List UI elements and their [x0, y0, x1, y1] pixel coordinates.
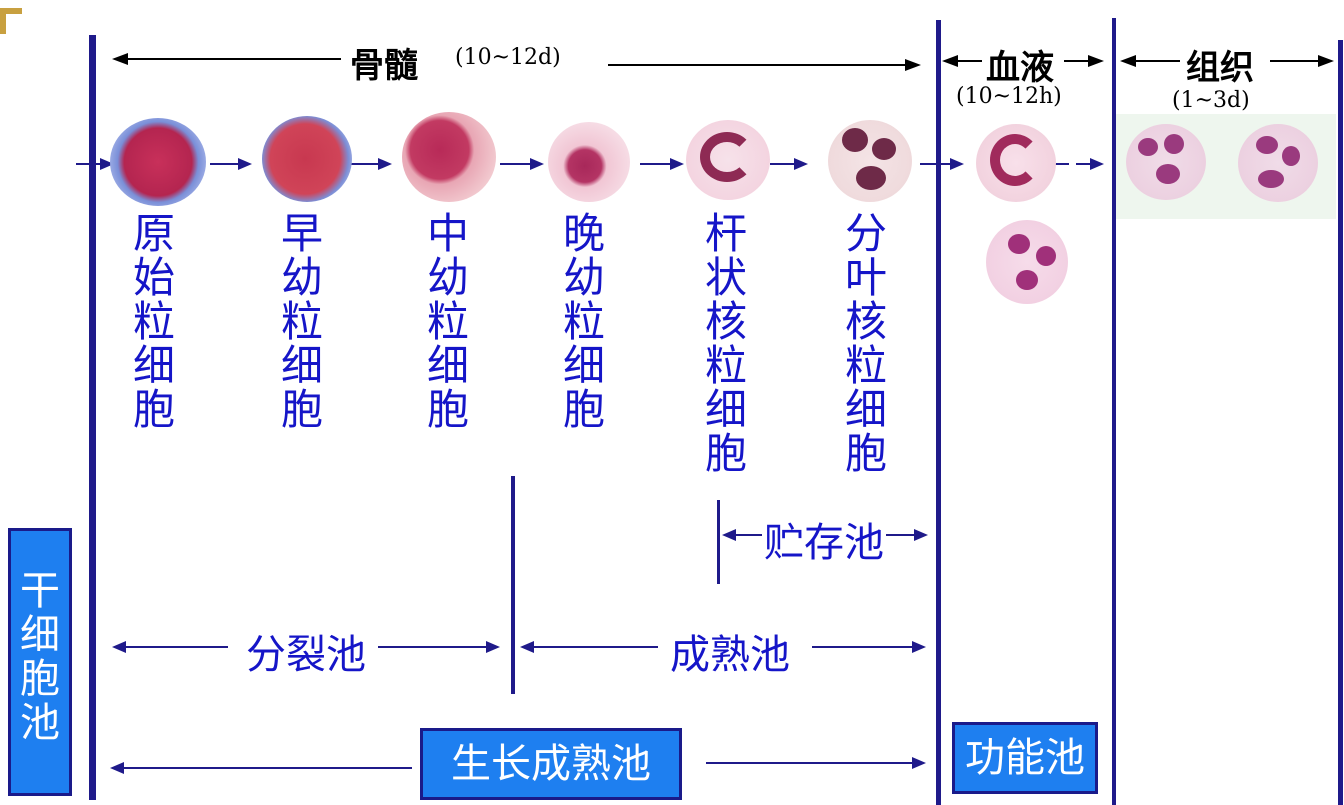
growth-arrow-left-head — [110, 762, 124, 774]
tissue-neutrophil-2-lobe-1 — [1256, 136, 1278, 154]
maturation-arrow-right-head — [912, 641, 926, 653]
division-arrow-right-line — [378, 646, 488, 648]
tissue-label: 组织 — [1186, 48, 1254, 88]
cell-label-band: 杆状核粒细胞 — [704, 209, 747, 478]
maturation-arrow-left-head — [520, 641, 534, 653]
blood-neutrophil-2-lobe-1 — [1008, 234, 1030, 254]
tissue-time: (1~3d) — [1172, 88, 1250, 113]
arrow-7-head — [1090, 158, 1104, 170]
blood-arrow-left-head — [942, 55, 958, 67]
arrow-1-head — [238, 158, 252, 170]
cell-label-myeloblast: 原始粒细胞 — [132, 209, 175, 434]
arrow-7-line-b — [1076, 163, 1090, 165]
blood-label: 血液 — [986, 48, 1054, 88]
marrow-time: (10~12d) — [455, 45, 561, 70]
right-edge-line — [1338, 40, 1343, 805]
arrow-6-line — [920, 163, 950, 165]
tissue-neutrophil-2-lobe-3 — [1258, 170, 1284, 188]
arrow-4-line — [640, 163, 672, 165]
marrow-arrow-right-head — [905, 59, 921, 71]
maturation-pool-label: 成熟池 — [670, 632, 790, 678]
cell-label-metamyelocyte: 晚幼粒细胞 — [562, 209, 605, 434]
arrow-5-head — [794, 158, 808, 170]
segmented-lobe-3 — [856, 166, 886, 190]
corner-mark-stem — [0, 8, 6, 34]
entry-arrow-line — [76, 163, 102, 165]
growth-arrow-right-head — [912, 757, 926, 769]
tissue-neutrophil-1 — [1126, 124, 1206, 200]
division-pool-label: 分裂池 — [246, 632, 366, 678]
storage-pool-label: 贮存池 — [764, 520, 884, 566]
tissue-neutrophil-2-lobe-2 — [1282, 146, 1300, 166]
cell-label-segmented: 分叶核粒细胞 — [844, 209, 887, 478]
metamyelocyte-cell — [548, 122, 630, 202]
arrow-2-head — [378, 158, 392, 170]
growth-arrow-right-line — [706, 762, 914, 764]
blood-arrow-right-head — [1088, 55, 1104, 67]
division-arrow-left-head — [112, 641, 126, 653]
division-arrow-right-head — [486, 641, 500, 653]
myeloblast-cell — [110, 118, 206, 206]
storage-arrow-right-line — [886, 534, 916, 536]
blood-neutrophil-2-lobe-2 — [1036, 246, 1056, 266]
blood-time: (10~12h) — [956, 84, 1062, 109]
marrow-left-line — [89, 35, 96, 800]
stem-cell-pool-box: 干细胞池 — [8, 528, 72, 796]
growth-arrow-left-line — [122, 767, 412, 769]
blood-neutrophil-2-lobe-3 — [1016, 270, 1038, 290]
marrow-label: 骨髓 — [350, 46, 418, 86]
division-arrow-left-line — [124, 646, 228, 648]
marrow-arrow-right-line — [608, 64, 908, 66]
tissue-neutrophil-2 — [1238, 124, 1318, 202]
maturation-arrow-left-line — [532, 646, 658, 648]
band-nucleus — [700, 132, 754, 182]
tissue-arrow-right-head — [1318, 55, 1334, 67]
arrow-7-line-a — [1055, 163, 1069, 165]
arrow-6-head — [950, 158, 964, 170]
marrow-arrow-left-head — [112, 53, 128, 65]
storage-arrow-right-head — [914, 529, 928, 541]
tissue-neutrophil-1-lobe-3 — [1156, 164, 1180, 184]
promyelocyte-cell — [262, 116, 352, 202]
arrow-2-line — [350, 163, 380, 165]
marrow-arrow-left-line — [126, 58, 341, 60]
arrow-3-line — [500, 163, 532, 165]
tissue-arrow-left-head — [1120, 55, 1136, 67]
storage-pool-start-line — [717, 500, 720, 584]
tissue-neutrophil-1-lobe-1 — [1138, 138, 1158, 156]
tissue-arrow-left-line — [1134, 60, 1180, 62]
cell-label-myelocyte: 中幼粒细胞 — [426, 209, 469, 434]
arrow-1-line — [210, 163, 240, 165]
blood-tissue-divider — [1112, 18, 1116, 805]
myelocyte-cell — [402, 112, 496, 202]
segmented-lobe-2 — [872, 138, 896, 160]
tissue-arrow-right-line — [1270, 60, 1320, 62]
cell-label-promyelocyte: 早幼粒细胞 — [280, 209, 323, 434]
functional-pool-box: 功能池 — [952, 722, 1098, 794]
blood-neutrophil-2 — [986, 220, 1068, 304]
maturation-arrow-right-line — [812, 646, 914, 648]
division-maturation-divider — [511, 476, 515, 694]
corner-mark — [0, 8, 22, 14]
arrow-3-head — [530, 158, 544, 170]
arrow-5-line — [770, 163, 796, 165]
tissue-neutrophil-1-lobe-2 — [1164, 134, 1184, 154]
growth-maturation-pool-box: 生长成熟池 — [420, 728, 682, 800]
marrow-blood-divider — [936, 20, 941, 805]
blood-arrow-left-line — [956, 60, 982, 62]
segmented-lobe-1 — [842, 128, 868, 152]
storage-arrow-left-head — [722, 529, 736, 541]
blood-arrow-right-line — [1064, 60, 1088, 62]
arrow-4-head — [670, 158, 684, 170]
storage-arrow-left-line — [734, 534, 762, 536]
blood-neutrophil-1-nucleus — [990, 134, 1040, 186]
